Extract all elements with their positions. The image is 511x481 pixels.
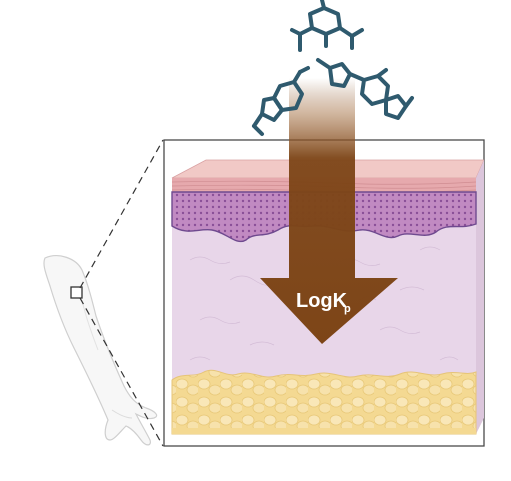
arm-icon [43, 255, 158, 446]
permeation-arrow: LogK p [260, 78, 398, 344]
arrow-label-main: LogK [296, 290, 348, 312]
molecule-icon [252, 66, 310, 136]
molecule-icon [316, 58, 414, 120]
fat-layer [171, 369, 477, 435]
skin-sample-marker [70, 286, 83, 299]
zoom-lines [79, 139, 164, 447]
arrow-label-subscript: p [344, 303, 351, 315]
molecule-icon [290, 0, 364, 52]
